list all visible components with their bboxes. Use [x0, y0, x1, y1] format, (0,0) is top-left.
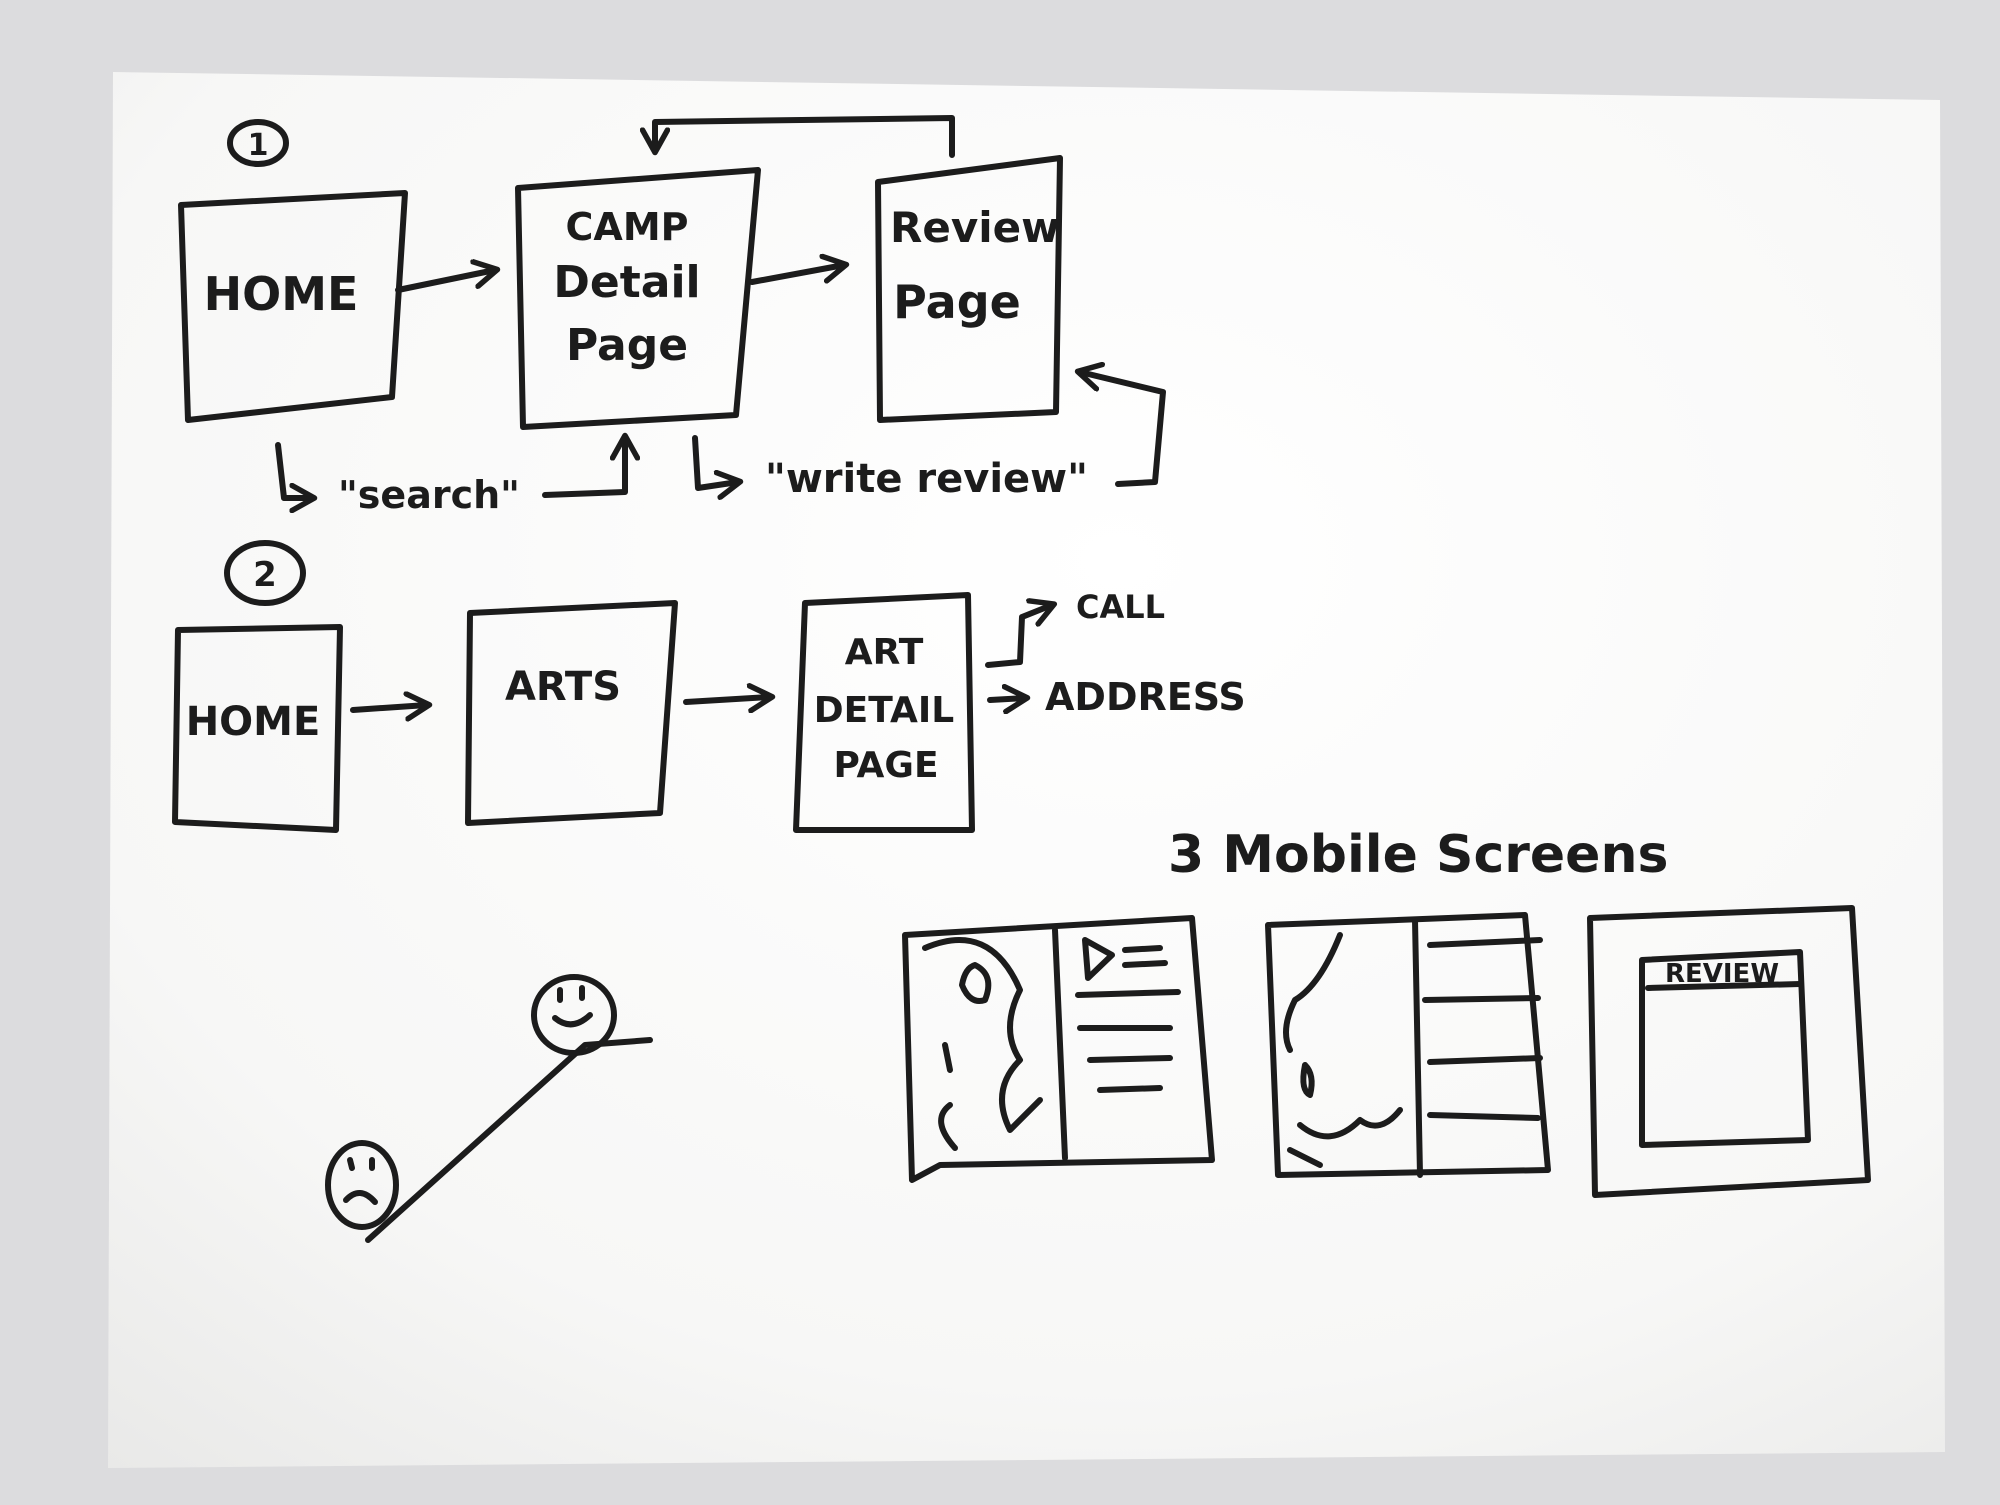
- review-line-1: Review: [890, 203, 1060, 252]
- camp-line-2: Detail: [553, 257, 700, 308]
- arts-box: ARTS: [465, 600, 678, 826]
- review-line-2: Page: [893, 275, 1021, 329]
- flow-1: 1 HOME CAMP Detail Page Review Page: [178, 115, 1166, 517]
- art-detail-box: ART DETAIL PAGE: [793, 592, 975, 833]
- paper-sheet: [108, 72, 1945, 1468]
- camp-line-1: CAMP: [566, 205, 689, 249]
- write-review-to-review-arrow: [1080, 372, 1166, 487]
- arrow-to-call: [985, 605, 1052, 668]
- mobile-screen-map: [902, 915, 1215, 1183]
- arts-label: ARTS: [505, 664, 621, 710]
- review-page-box: Review Page: [875, 155, 1063, 423]
- home-label-2: HOME: [186, 699, 321, 745]
- home-box-1: HOME: [178, 190, 408, 423]
- mobile-heading: 3 Mobile Screens: [1168, 825, 1668, 885]
- review-screen-header: REVIEW: [1665, 959, 1779, 989]
- mood-line: [365, 1037, 653, 1243]
- call-label: CALL: [1076, 588, 1165, 626]
- flow-2: 2 HOME ARTS ART DETAIL PAGE CALL ADDRE: [172, 540, 1246, 833]
- camp-detail-box: CAMP Detail Page: [515, 167, 761, 430]
- address-label: ADDRESS: [1045, 675, 1246, 719]
- mobile-screen-list: [1265, 912, 1551, 1178]
- home-box-2: HOME: [172, 624, 343, 833]
- art-line-1: ART: [845, 632, 924, 673]
- arrow-home-to-arts: [350, 705, 427, 710]
- flow-2-marker: 2: [224, 540, 306, 606]
- arrow-arts-to-detail: [683, 697, 770, 702]
- mobile-screen-review: REVIEW: [1587, 905, 1871, 1198]
- art-line-3: PAGE: [833, 745, 938, 786]
- svg-text:2: 2: [253, 555, 277, 595]
- write-review-label: "write review": [765, 456, 1088, 502]
- arrow-to-address: [987, 698, 1025, 700]
- sad-face-icon: [325, 1140, 399, 1230]
- happy-face-icon: [531, 974, 617, 1056]
- arrow-home-to-camp: [395, 270, 495, 293]
- search-branch-arrow: [275, 442, 312, 498]
- arrow-camp-to-review: [749, 265, 844, 285]
- flow-1-marker: 1: [227, 119, 289, 167]
- arrow-review-back-to-camp: [655, 115, 955, 158]
- camp-line-3: Page: [566, 320, 688, 371]
- write-review-branch-arrow: [692, 435, 738, 488]
- home-label-1: HOME: [204, 267, 359, 321]
- search-label: "search": [338, 473, 520, 517]
- svg-text:1: 1: [248, 128, 269, 163]
- mood-curve: [325, 974, 653, 1243]
- art-line-2: DETAIL: [814, 690, 954, 731]
- search-to-camp-arrow: [542, 438, 625, 498]
